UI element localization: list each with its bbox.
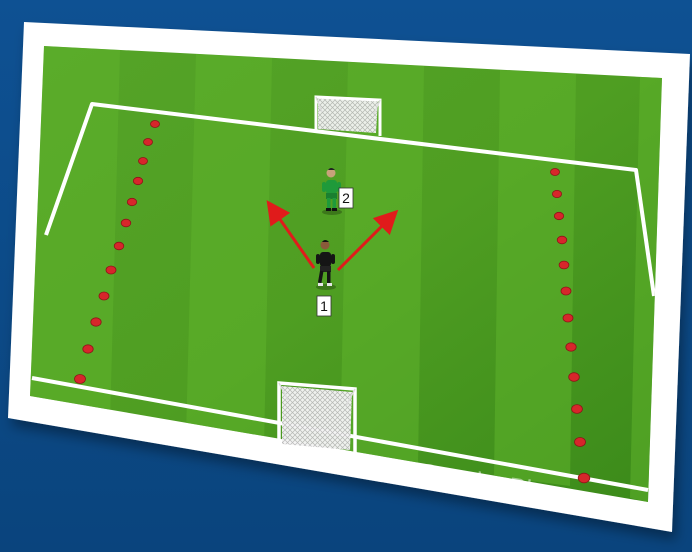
- cone: [133, 177, 142, 184]
- cone: [99, 292, 109, 300]
- cone: [139, 158, 148, 165]
- cone: [559, 261, 569, 269]
- cone: [75, 375, 86, 384]
- player-1-number: 1: [320, 298, 328, 314]
- cone: [566, 343, 576, 351]
- cone: [114, 242, 124, 250]
- cone: [106, 266, 116, 274]
- cone: [121, 219, 131, 227]
- cone: [557, 236, 567, 244]
- cone: [561, 287, 571, 295]
- cone: [151, 121, 160, 128]
- cone: [554, 212, 563, 219]
- player-2-number: 2: [342, 190, 350, 206]
- cone: [91, 318, 101, 326]
- cone: [551, 169, 560, 176]
- cone: [552, 190, 561, 197]
- player-2-number-tag: 2: [339, 188, 353, 208]
- player-1-number-tag: 1: [317, 296, 331, 316]
- cone: [572, 405, 583, 414]
- cone: [569, 373, 580, 382]
- cone: [575, 438, 586, 447]
- cone: [83, 345, 93, 353]
- cone: [563, 314, 573, 322]
- cone: [144, 139, 153, 146]
- cone: [127, 198, 136, 205]
